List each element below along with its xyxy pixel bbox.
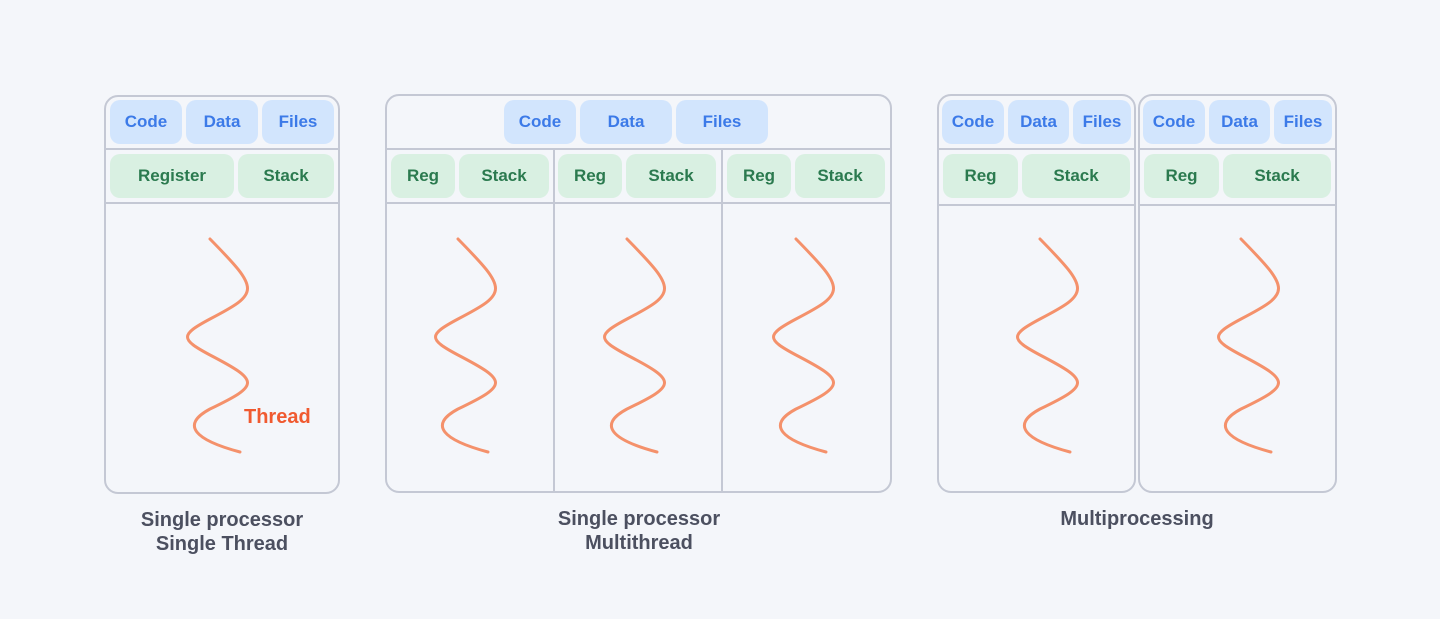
thread-divider — [721, 150, 723, 491]
process-box-2 — [1138, 94, 1337, 493]
thread-label: Thread — [244, 406, 311, 428]
single-thread-process-box — [104, 95, 340, 494]
caption-multithread: Single processor Multithread — [528, 507, 750, 555]
register-block: Register — [110, 154, 234, 198]
thread-wave — [434, 237, 497, 454]
thread-wave — [1217, 237, 1280, 454]
caption-line-1: Single processor — [140, 509, 304, 531]
stack-block: Stack — [459, 154, 549, 198]
files-block: Files — [1073, 100, 1131, 144]
data-block: Data — [580, 100, 672, 144]
code-block: Code — [942, 100, 1004, 144]
files-block: Files — [262, 100, 334, 144]
code-block: Code — [1143, 100, 1205, 144]
files-block: Files — [1274, 100, 1332, 144]
data-block: Data — [1209, 100, 1270, 144]
divider — [1140, 148, 1335, 150]
reg-block: Reg — [558, 154, 622, 198]
thread-wave — [186, 237, 249, 454]
caption-line-1: Single processor — [557, 508, 721, 530]
divider — [387, 202, 890, 204]
divider — [1140, 204, 1335, 206]
divider — [939, 204, 1134, 206]
stack-block: Stack — [626, 154, 716, 198]
reg-block: Reg — [943, 154, 1018, 198]
stack-block: Stack — [1223, 154, 1331, 198]
caption-line-2: Single Thread — [155, 533, 289, 555]
thread-divider — [553, 150, 555, 491]
reg-block: Reg — [727, 154, 791, 198]
stack-block: Stack — [795, 154, 885, 198]
data-block: Data — [186, 100, 258, 144]
divider — [387, 148, 890, 150]
multithread-process-box — [385, 94, 892, 493]
code-block: Code — [504, 100, 576, 144]
thread-wave — [603, 237, 666, 454]
process-box-1 — [937, 94, 1136, 493]
caption-single-thread: Single processor Single Thread — [112, 508, 332, 556]
code-block: Code — [110, 100, 182, 144]
caption-multiprocessing: Multiprocessing — [1060, 508, 1214, 530]
files-block: Files — [676, 100, 768, 144]
thread-wave — [1016, 237, 1079, 454]
stack-block: Stack — [238, 154, 334, 198]
reg-block: Reg — [391, 154, 455, 198]
thread-wave — [772, 237, 835, 454]
caption-line-2: Multithread — [585, 532, 693, 554]
divider — [106, 148, 338, 150]
divider — [939, 148, 1134, 150]
divider — [106, 202, 338, 204]
stack-block: Stack — [1022, 154, 1130, 198]
data-block: Data — [1008, 100, 1069, 144]
reg-block: Reg — [1144, 154, 1219, 198]
